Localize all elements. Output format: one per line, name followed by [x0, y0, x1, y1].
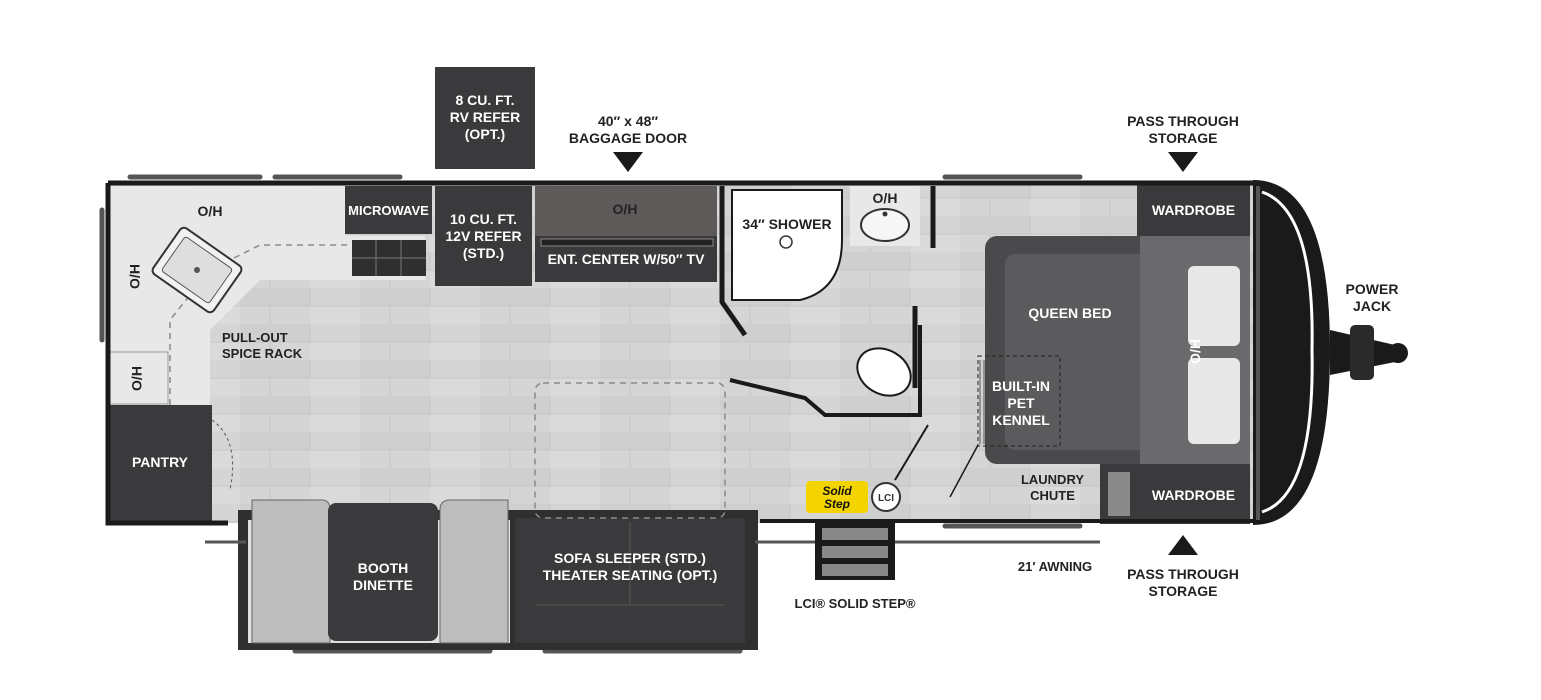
left-overhead-upper-label: O/H [126, 264, 143, 289]
tv [540, 238, 714, 247]
refer-optional-label: 8 CU. FT. RV REFER (OPT.) [449, 92, 521, 142]
entry-steps [815, 520, 895, 580]
solid-step-logo-line2: Step [824, 497, 850, 511]
bath-walls [719, 186, 748, 337]
laundry-chute-label: LAUNDRY CHUTE [1020, 472, 1085, 503]
baggage-door-arrow [613, 152, 643, 172]
solid-step-logo: Solid Step LCI [806, 481, 901, 513]
pillow [1188, 266, 1240, 346]
headboard-overhead-label: H/O [1187, 339, 1204, 364]
solid-step-logo-line1: Solid [822, 484, 852, 498]
refer-optional [435, 67, 535, 169]
entertainment-center [535, 186, 717, 236]
dinette-table [328, 503, 438, 641]
shower [731, 189, 843, 301]
sofa-sleeper-label: SOFA SLEEPER (STD.) THEATER SEATING (OPT… [542, 550, 718, 583]
bath-overhead-label: O/H [872, 190, 898, 206]
pass-storage-top-arrow [1168, 152, 1198, 172]
pantry [108, 405, 212, 523]
booth-dinette-label: BOOTH DINETTE [353, 560, 413, 593]
dinette-bench [251, 499, 331, 644]
lci-logo-text: LCI [878, 493, 894, 504]
left-overhead-lower-label: O/H [128, 366, 145, 391]
left-overhead-lower [107, 351, 169, 405]
pass-storage-bottom-arrow [1168, 535, 1198, 555]
spice-rack-label: PULL-OUT SPICE RACK [222, 330, 303, 361]
kitchen-overhead-label: O/H [197, 203, 223, 219]
microwave [345, 186, 432, 234]
power-jack [1330, 325, 1408, 380]
microwave-label: MICROWAVE [348, 203, 429, 218]
wardrobe-top [1137, 183, 1250, 236]
awning-label: 21′ AWNING [1017, 559, 1093, 574]
solid-step-label: LCI® SOLID STEP® [794, 596, 916, 611]
shower-label: 34″ SHOWER [742, 216, 832, 232]
kitchen-sink [151, 226, 243, 314]
wardrobe-top-label: WARDROBE [1151, 202, 1236, 218]
pass-storage-bottom-label: PASS THROUGH STORAGE [1127, 566, 1239, 599]
toilet [856, 347, 912, 397]
wardrobe-bottom [1137, 464, 1250, 524]
bath-sink [860, 208, 910, 242]
refer-standard-label: 10 CU. FT. 12V REFER (STD.) [445, 211, 522, 261]
power-jack-label: POWER JACK [1345, 281, 1399, 314]
pantry-label: PANTRY [132, 454, 188, 470]
ent-center-label: ENT. CENTER W/50″ TV [547, 251, 705, 267]
front-cap [1253, 180, 1330, 525]
refer-standard [435, 186, 532, 286]
windows [99, 174, 1083, 654]
ent-overhead-label: O/H [612, 201, 638, 217]
stove [352, 240, 426, 276]
pet-kennel-label: BUILT-IN PET KENNEL [991, 378, 1051, 428]
pass-storage-top-label: PASS THROUGH STORAGE [1127, 113, 1239, 146]
pet-kennel [977, 355, 1061, 447]
queen-bed-label: QUEEN BED [1028, 305, 1112, 321]
pillow [1188, 358, 1240, 444]
wardrobe-bottom-label: WARDROBE [1151, 487, 1236, 503]
baggage-door-label: 40″ x 48″ BAGGAGE DOOR [568, 113, 688, 146]
